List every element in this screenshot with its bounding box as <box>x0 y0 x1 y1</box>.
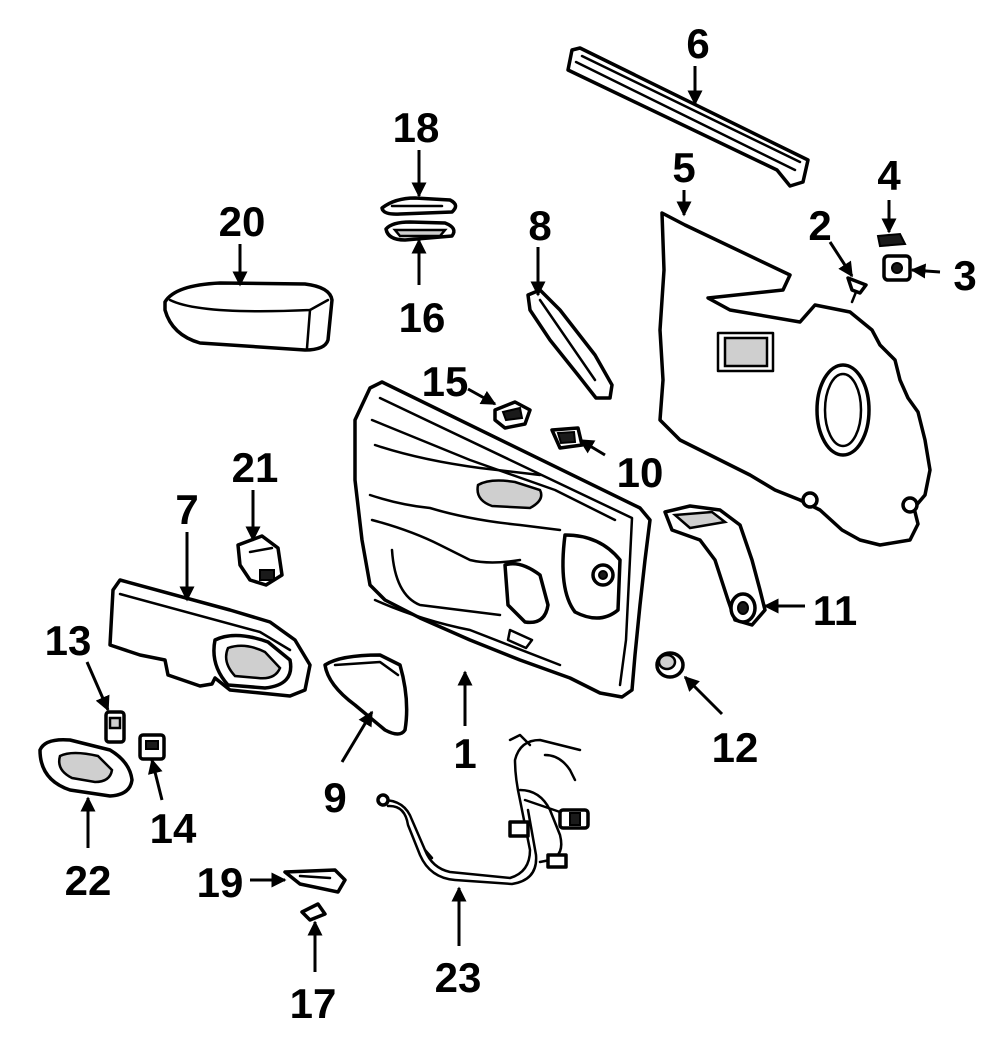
part-17-clip <box>300 902 327 922</box>
part-14-switch <box>138 733 166 761</box>
callout-21: 21 <box>232 444 279 491</box>
leader-lines <box>80 66 941 972</box>
part-4-clip <box>876 232 907 248</box>
part-5-water-deflector <box>658 211 932 547</box>
callout-10: 10 <box>617 449 664 496</box>
part-11-pull-handle <box>663 504 767 627</box>
callout-5: 5 <box>672 144 695 191</box>
callout-22: 22 <box>65 857 112 904</box>
part-18-handle-bezel <box>380 196 458 216</box>
part-1-door-trim-panel <box>353 380 652 699</box>
callout-20: 20 <box>219 198 266 245</box>
part-20-armrest-pad <box>163 281 334 352</box>
part-10-lock-switch <box>550 426 584 450</box>
part-23-wiring-harness <box>376 733 590 886</box>
part-13-switch <box>104 710 126 744</box>
callout-15: 15 <box>422 358 469 405</box>
part-8-applique <box>526 288 614 400</box>
callout-19: 19 <box>197 859 244 906</box>
callout-16: 16 <box>399 294 446 341</box>
callout-2: 2 <box>808 202 831 249</box>
callout-23: 23 <box>435 954 482 1001</box>
part-22-handle-bezel <box>38 737 134 798</box>
part-21-switch <box>236 534 284 587</box>
part-2-pin <box>846 276 868 304</box>
callout-4: 4 <box>877 152 901 199</box>
callout-6: 6 <box>686 20 709 67</box>
callout-13: 13 <box>45 617 92 664</box>
part-9-mirror-trim <box>323 653 409 736</box>
part-16-handle-cover <box>384 220 456 242</box>
part-3-grommet <box>882 254 912 282</box>
callout-labels: 1 2 3 4 5 6 7 8 9 10 11 12 13 14 15 16 1… <box>45 20 977 1027</box>
callout-8: 8 <box>528 202 551 249</box>
part-6-weatherstrip <box>566 46 810 188</box>
callout-9: 9 <box>323 774 346 821</box>
part-12-plug <box>655 651 685 679</box>
callout-3: 3 <box>953 252 976 299</box>
callout-7: 7 <box>175 486 198 533</box>
part-7-armrest-bezel <box>108 578 312 698</box>
callout-11: 11 <box>813 587 857 634</box>
callout-18: 18 <box>393 104 440 151</box>
callout-14: 14 <box>150 805 197 852</box>
part-19-bracket <box>283 868 347 894</box>
callout-12: 12 <box>712 724 759 771</box>
callout-17: 17 <box>290 980 337 1027</box>
callout-1: 1 <box>453 730 476 777</box>
part-15-retainer <box>493 400 532 430</box>
